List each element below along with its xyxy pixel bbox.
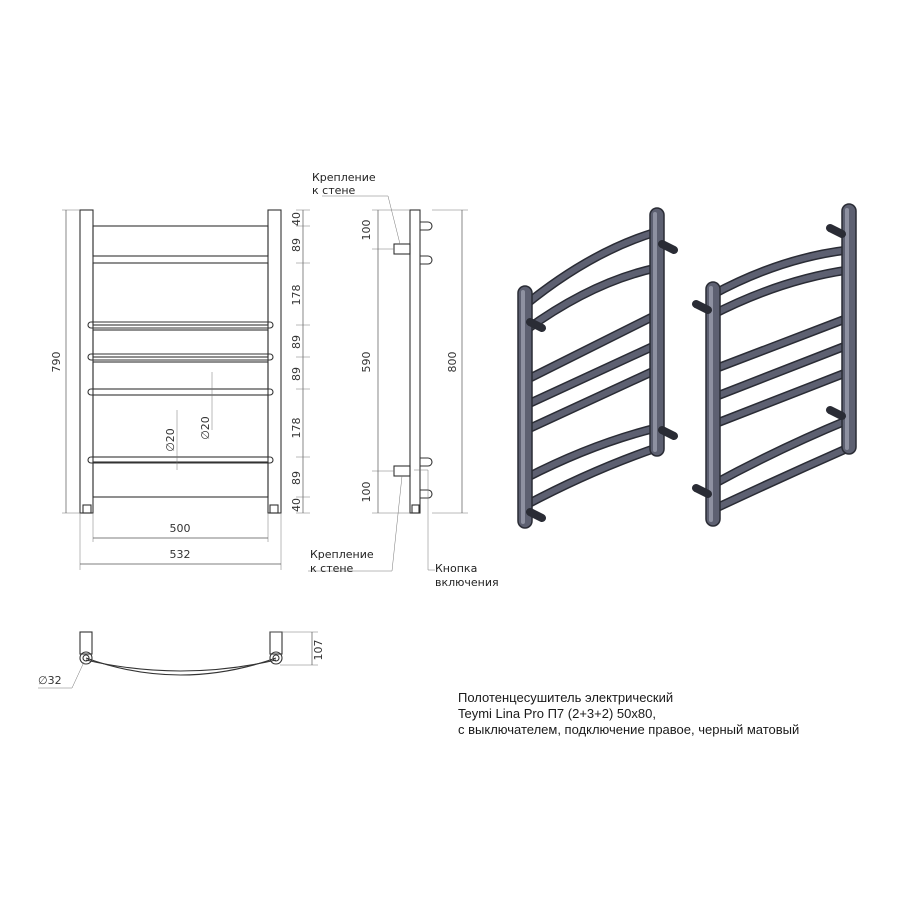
label-mount-bottom-2: к стене [310, 562, 354, 575]
caption-line-3: с выключателем, подключение правое, черн… [458, 722, 800, 737]
render-left-unit [517, 207, 678, 529]
bottom-view: 107 ∅32 [38, 631, 325, 689]
dim-width-532: 532 [170, 548, 191, 561]
front-view: 790 500 532 ∅20 ∅20 40 89 178 89 [50, 209, 310, 570]
label-mount-top-2: к стене [312, 184, 356, 197]
dim-width-500: 500 [170, 522, 191, 535]
label-switch-1: Кнопка [435, 562, 477, 575]
dim-depth-107: 107 [312, 640, 325, 661]
dim-side-bottom-100: 100 [360, 482, 373, 503]
dim-side-middle-590: 590 [360, 352, 373, 373]
label-mount-bottom-1: Крепление [310, 548, 374, 561]
label-switch-2: включения [435, 576, 499, 589]
side-view: 100 590 100 800 Крепление к стене Крепле… [308, 171, 499, 589]
dim-diam-20-a: ∅20 [164, 428, 177, 452]
product-caption: Полотенцесушитель электрический Teymi Li… [458, 690, 888, 738]
dim-side-height-800: 800 [446, 352, 459, 373]
dim-height-790: 790 [50, 352, 63, 373]
dim-diam-32: ∅32 [38, 674, 62, 687]
render-right-unit [692, 203, 857, 527]
dim-seg-3: 178 [290, 285, 303, 306]
dim-seg-6: 178 [290, 418, 303, 439]
dim-seg-1: 40 [290, 212, 303, 226]
dim-seg-7: 89 [290, 471, 303, 485]
dim-side-top-100: 100 [360, 220, 373, 241]
dim-diam-20-b: ∅20 [199, 416, 212, 440]
dim-seg-5: 89 [290, 367, 303, 381]
caption-line-1: Полотенцесушитель электрический [458, 690, 674, 705]
dim-seg-4: 89 [290, 335, 303, 349]
label-mount-top-1: Крепление [312, 171, 376, 184]
caption-line-2: Teymi Lina Pro П7 (2+3+2) 50х80, [458, 706, 656, 721]
dim-seg-2: 89 [290, 238, 303, 252]
towel-rail-render [517, 203, 857, 529]
dim-seg-8: 40 [290, 498, 303, 512]
